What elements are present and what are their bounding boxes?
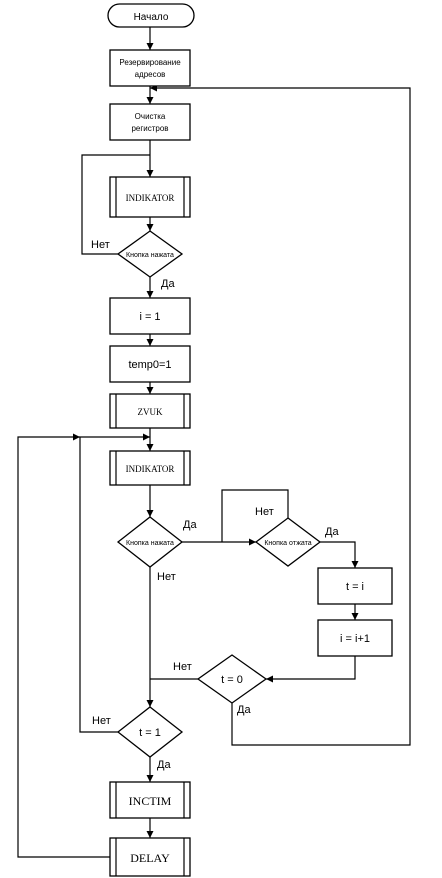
edge-t0-yes-return	[150, 84, 411, 746]
button-pressed-decision-2: Кнопка нажата	[116, 516, 184, 568]
button-pressed-decision-1: Кнопка нажата	[116, 230, 184, 278]
t-equals-1-decision: t = 1	[116, 706, 184, 758]
start-label: Начало	[134, 12, 169, 23]
connectors	[17, 27, 411, 858]
indicator-subroutine-2: INDIKATOR	[109, 450, 191, 486]
t-equals-i-block: t = i	[317, 567, 393, 605]
indicator1-label: INDIKATOR	[126, 193, 175, 203]
yes-label-4: Да	[237, 704, 251, 716]
temp0-block: temp0=1	[109, 345, 191, 383]
edge-released-t-eq-i	[320, 541, 359, 568]
delay-label: DELAY	[130, 851, 170, 865]
start-terminal: Начало	[107, 3, 195, 28]
no-label-5: Нет	[92, 715, 111, 727]
zvuk-label: ZVUK	[138, 407, 163, 417]
t-eq-i-label: t = i	[346, 581, 364, 593]
t-eq-1-label: t = 1	[139, 727, 161, 739]
no-label-2: Нет	[157, 571, 176, 583]
reserve-label-line2: адресов	[135, 70, 166, 79]
clear-label-line2: регистров	[131, 124, 168, 133]
reserve-addresses-block: Резервирование адресов	[109, 49, 191, 87]
zvuk-subroutine: ZVUK	[109, 393, 191, 429]
i-eq-1-label: i = 1	[139, 311, 160, 323]
clear-label-line1: Очистка	[135, 112, 166, 121]
inctim-subroutine: INCTIM	[109, 781, 191, 819]
button-released-decision: Кнопка отжата	[254, 517, 322, 567]
t-eq-0-label: t = 0	[221, 674, 243, 686]
indicator-subroutine-1: INDIKATOR	[109, 176, 191, 218]
yes-label-1: Да	[161, 278, 175, 290]
edge-delay-loop	[17, 433, 110, 858]
no-label-3: Нет	[255, 506, 274, 518]
yes-label-2: Да	[183, 519, 197, 531]
i-increment-block: i = i+1	[317, 619, 393, 657]
edge-inc-t0	[266, 656, 356, 683]
yes-label-5: Да	[157, 759, 171, 771]
indicator2-label: INDIKATOR	[126, 464, 175, 474]
reserve-label-line1: Резервирование	[119, 58, 181, 67]
edge-not-pressed-loop	[81, 154, 150, 255]
inctim-label: INCTIM	[129, 794, 172, 808]
i-equals-1-block: i = 1	[109, 297, 191, 335]
no-label-1: Нет	[91, 239, 110, 251]
button-pressed-1-label: Кнопка нажата	[126, 252, 174, 259]
edge-released-loop	[221, 489, 289, 542]
edge-t1-no-loop	[79, 433, 150, 733]
button-pressed-2-label: Кнопка нажата	[126, 540, 174, 547]
no-label-4: Нет	[173, 661, 192, 673]
button-released-label: Кнопка отжата	[264, 540, 311, 547]
i-inc-label: i = i+1	[340, 633, 370, 645]
yes-label-3: Да	[325, 526, 339, 538]
delay-subroutine: DELAY	[109, 837, 191, 877]
t-equals-0-decision: t = 0	[196, 654, 268, 704]
temp0-label: temp0=1	[128, 359, 171, 371]
clear-registers-block: Очистка регистров	[109, 103, 191, 141]
